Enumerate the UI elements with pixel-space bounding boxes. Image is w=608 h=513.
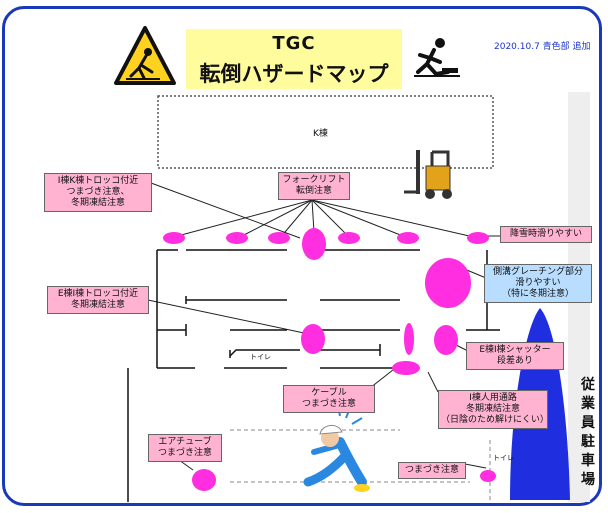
- hazard-marker: [467, 232, 489, 244]
- forklift-icon: [404, 150, 452, 199]
- trip-person-icon: [414, 38, 460, 77]
- building-k-label: K棟: [313, 129, 328, 139]
- callout-k-trolley: I棟K棟トロッコ付近 つまづき注意、 冬期凍結注意: [44, 173, 152, 212]
- hazard-marker: [163, 232, 185, 244]
- hazard-marker: [480, 470, 496, 482]
- callout-cable: ケーブル つまづき注意: [283, 385, 375, 413]
- callout-trip: つまづき注意: [398, 462, 466, 479]
- building-walls: [127, 249, 500, 502]
- title-box: [186, 29, 402, 89]
- callout-e-trolley: E棟I棟トロッコ付近 冬期凍結注意: [47, 286, 149, 314]
- hazard-marker: [392, 361, 420, 375]
- falling-worker-icon: [303, 405, 370, 492]
- hazard-marker: [226, 232, 248, 244]
- callout-gutter: 側溝グレーチング部分 滑りやすい （特に冬期注意）: [484, 264, 592, 303]
- page-title: TGC: [272, 33, 316, 54]
- hazard-marker: [338, 232, 360, 244]
- hazard-marker: [425, 258, 471, 308]
- callout-forklift: フォークリフト 転倒注意: [278, 172, 350, 200]
- toilet-label: トイレ: [493, 454, 514, 462]
- page-subtitle: 転倒ハザードマップ: [199, 62, 389, 86]
- slip-warning-icon: [114, 26, 176, 85]
- hazard-marker: [302, 228, 326, 260]
- hazard-markers: [163, 228, 496, 491]
- building-dashed-lines: [230, 429, 491, 500]
- callout-snow: 降雪時滑りやすい: [500, 226, 592, 243]
- hazard-marker: [268, 232, 290, 244]
- callout-shutter: E棟I棟シャッター 段差あり: [466, 342, 564, 370]
- parking-label: 従 業 員 駐 車 場: [581, 377, 595, 488]
- callout-air-tube: エアチューブ つまづき注意: [148, 434, 222, 462]
- date-note: 2020.10.7 青色部 追加: [494, 42, 591, 52]
- hazard-marker: [434, 325, 458, 355]
- callout-i-passage: I棟人用通路 冬期凍結注意 （日陰のため解けにくい）: [438, 390, 549, 429]
- hazard-marker: [192, 469, 216, 491]
- toilet-label: トイレ: [250, 353, 271, 361]
- building-k-outline: [157, 95, 494, 169]
- hazard-marker: [397, 232, 419, 244]
- page-frame: [2, 6, 602, 506]
- hazard-marker: [404, 323, 414, 355]
- hazard-marker: [301, 324, 325, 354]
